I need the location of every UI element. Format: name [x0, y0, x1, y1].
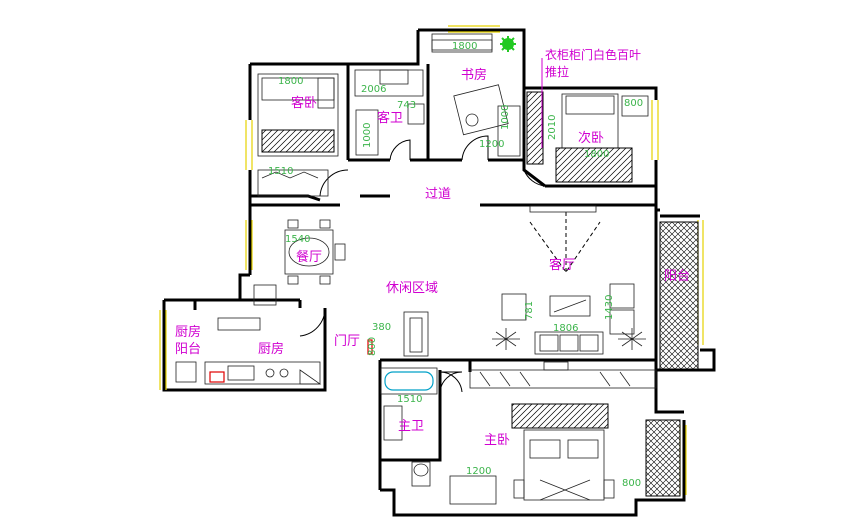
dim-label: 1806: [553, 323, 578, 334]
master-bedroom-furniture: [449, 361, 657, 505]
label-kitchen-balcony-1: 厨房: [175, 324, 201, 340]
dim-label: 1000: [500, 105, 511, 130]
balcony-floor: [659, 221, 699, 371]
label-study: 书房: [461, 67, 487, 83]
windows: [159, 25, 704, 495]
dim-label: 1510: [268, 166, 293, 177]
dim-label: 2010: [547, 115, 558, 140]
interior-walls: [240, 64, 656, 470]
note-line-1: 衣柜柜门白色百叶: [545, 47, 641, 62]
note-line-2: 推拉: [545, 64, 569, 79]
second-bedroom-furniture: [526, 91, 649, 183]
dim-label: 1200: [466, 466, 491, 477]
dim-label: 1800: [584, 149, 609, 160]
room-labels: 客卧 客卫 书房 次卧 过道 餐厅 客厅 休闲区域 阳台 厨房 阳台 厨房 门厅…: [175, 67, 690, 448]
foyer-furniture: [367, 311, 429, 357]
dim-label: 380: [372, 322, 391, 333]
dim-label: 2006: [361, 84, 386, 95]
dim-label: 781: [524, 301, 535, 320]
study-furniture: [431, 33, 521, 157]
label-master-bath: 主卫: [398, 419, 424, 434]
label-balcony: 阳台: [664, 269, 690, 284]
dim-label: 800: [367, 337, 378, 356]
label-guest-bedroom: 客卧: [291, 95, 317, 111]
dim-label: 1800: [278, 76, 303, 87]
label-leisure: 休闲区域: [386, 281, 438, 296]
label-kitchen: 厨房: [258, 341, 284, 357]
dim-label: 1000: [362, 123, 373, 148]
label-dining: 餐厅: [296, 249, 322, 265]
label-living: 客厅: [549, 257, 575, 273]
label-master-bedroom: 主卧: [484, 433, 510, 448]
dim-label: 800: [624, 98, 643, 109]
dim-label: 1540: [285, 234, 310, 245]
master-bath-fixtures: [380, 367, 438, 487]
kitchen-furniture: [175, 317, 322, 385]
label-kitchen-balcony-2: 阳台: [175, 342, 201, 357]
guest-bath-fixtures: [354, 69, 425, 156]
dining-set: [253, 219, 346, 306]
label-foyer: 门厅: [334, 334, 360, 349]
dim-label: 1510: [397, 394, 422, 405]
label-guest-bath: 客卫: [377, 110, 403, 126]
dimension-labels: 1800 2006 743 1000 1510 1800 1200 1000 2…: [268, 41, 643, 489]
label-corridor: 过道: [425, 187, 451, 202]
wardrobe-note: 衣柜柜门白色百叶 推拉: [545, 47, 641, 79]
dim-label: 743: [397, 100, 416, 111]
master-balcony-floor: [645, 419, 681, 497]
dim-label: 800: [622, 478, 641, 489]
guest-bed: [257, 73, 339, 197]
doors: [299, 135, 546, 393]
living-room-furniture: [492, 205, 646, 355]
dim-label: 1430: [604, 295, 615, 320]
label-second-bedroom: 次卧: [578, 130, 604, 146]
dim-label: 1200: [479, 139, 504, 150]
dim-label: 1800: [452, 41, 477, 52]
